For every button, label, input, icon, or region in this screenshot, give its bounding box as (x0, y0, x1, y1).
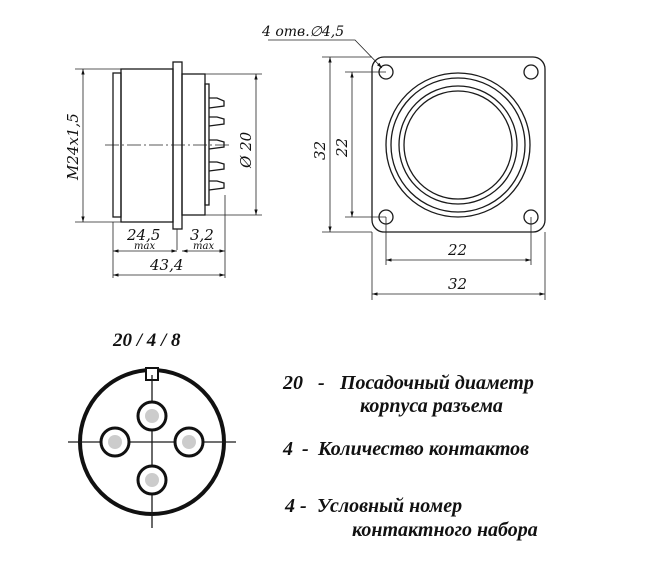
outer-width: 32 (448, 275, 467, 293)
legend-dash: - (300, 495, 307, 517)
legend-text: Условный номер (317, 495, 462, 517)
outer-ring (385, 72, 531, 218)
thread-label: M24x1,5 (64, 113, 82, 181)
legend-text: Посадочный диаметр (339, 372, 534, 394)
side-view: M24x1,5 Ø 20 24,5 max 3,2 max 43,4 (64, 61, 262, 278)
ring (398, 85, 518, 205)
legend-dash: - (302, 438, 309, 460)
holes-label: 4 отв.∅4,5 (261, 24, 344, 40)
legend: 20 - Посадочный диаметр корпуса разъема … (282, 372, 538, 541)
body-length: 24,5 (126, 226, 160, 244)
legend-text: Количество контактов (317, 438, 529, 460)
legend-num: 20 (282, 372, 303, 394)
total-length: 43,4 (149, 256, 183, 274)
legend-text: корпуса разъема (360, 395, 503, 417)
contact-pin-cores (108, 409, 196, 487)
inner-ring (403, 90, 513, 200)
pins-length-max: max (193, 241, 214, 252)
legend-num: 4 (282, 438, 293, 460)
body-length-max: max (134, 241, 155, 252)
pins (208, 97, 225, 191)
inner-width: 22 (447, 241, 467, 259)
flange-square (371, 56, 546, 233)
legend-text: контактного набора (352, 519, 538, 541)
pins-length: 3,2 (190, 226, 214, 244)
contact-plate (204, 83, 210, 206)
connector-code: 20 / 4 / 8 (112, 330, 181, 351)
ring (390, 77, 526, 213)
thread-body (120, 68, 174, 223)
outer-height: 32 (311, 141, 329, 160)
mounting-holes (378, 64, 539, 225)
legend-num: 4 (284, 495, 295, 517)
rear-body (181, 73, 206, 216)
inner-height: 22 (333, 138, 351, 158)
flange (172, 61, 183, 230)
legend-dash: - (318, 372, 325, 394)
front-view: 4 отв.∅4,5 32 22 22 32 (261, 24, 546, 300)
holes-leader (268, 39, 383, 69)
pin-layout (68, 367, 236, 528)
diameter-label: Ø 20 (237, 131, 255, 169)
